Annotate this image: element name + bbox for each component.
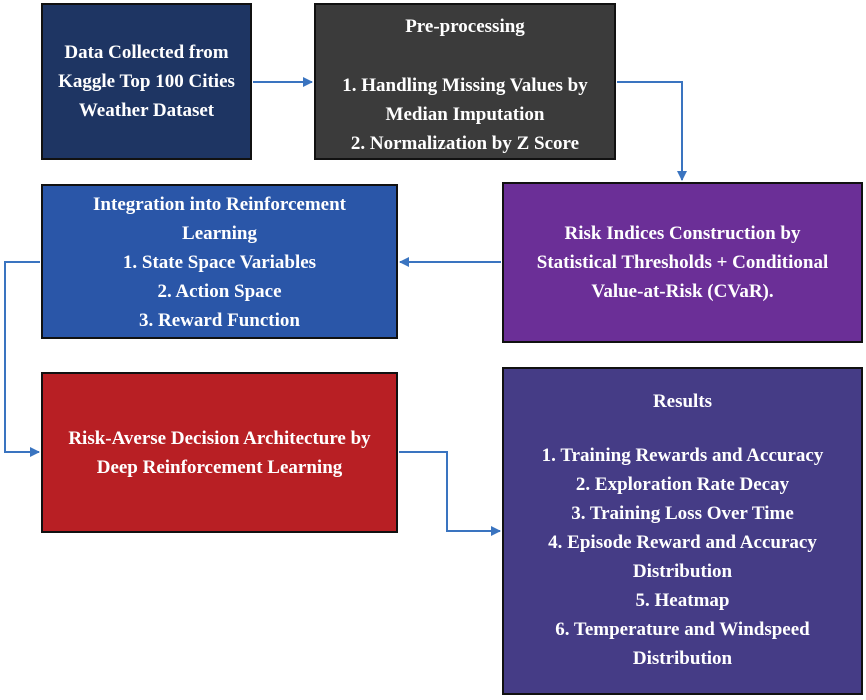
risk-indices-box: Risk Indices Construction by Statistical… — [502, 182, 863, 343]
preprocessing-list: 1. Handling Missing Values by Median Imp… — [316, 71, 614, 158]
results-item: 1. Training Rewards and Accuracy — [541, 445, 824, 466]
preprocessing-item: 2. Normalization by Z Score — [350, 133, 580, 154]
results-item: Distribution — [632, 561, 733, 582]
box-text-line: 2. Action Space — [157, 281, 282, 302]
results-item: 3. Training Loss Over Time — [571, 503, 794, 524]
box-text-line: Weather Dataset — [78, 100, 215, 121]
preprocessing-title: Pre-processing — [405, 16, 525, 37]
results-box: Results 1. Training Rewards and Accuracy… — [502, 367, 863, 695]
box-text-line: Learning — [182, 223, 257, 244]
box-text-line: Deep Reinforcement Learning — [96, 456, 343, 478]
arrow-preprocessing-to-risk — [617, 81, 687, 181]
results-item: 2. Exploration Rate Decay — [575, 474, 790, 495]
box-text-line: Statistical Thresholds + Conditional — [536, 252, 829, 273]
preprocessing-item: Median Imputation — [385, 104, 545, 125]
results-list: 1. Training Rewards and Accuracy 2. Expl… — [504, 441, 861, 673]
preprocessing-box: Pre-processing 1. Handling Missing Value… — [314, 3, 616, 160]
arrow-rl-to-architecture — [4, 261, 40, 457]
results-item: Distribution — [632, 648, 733, 669]
arrow-architecture-to-results — [399, 451, 501, 536]
box-text-line: 3. Reward Function — [139, 310, 300, 331]
preprocessing-item: 1. Handling Missing Values by — [342, 75, 588, 96]
box-text-line: Data Collected from — [64, 42, 229, 63]
results-item: 6. Temperature and Windspeed — [555, 619, 810, 640]
results-item: 5. Heatmap — [635, 590, 730, 611]
box-text-line: Kaggle Top 100 Cities — [58, 71, 235, 92]
box-text-line: Value-at-Risk (CVaR). — [591, 281, 774, 302]
box-text-line: Integration into Reinforcement — [93, 194, 346, 215]
results-title: Results — [652, 391, 713, 412]
results-item: 4. Episode Reward and Accuracy — [548, 532, 817, 553]
data-collection-box: Data Collected from Kaggle Top 100 Citie… — [41, 3, 252, 160]
rl-integration-box: Integration into Reinforcement Learning … — [41, 184, 398, 339]
decision-architecture-box: Risk-Averse Decision Architecture by Dee… — [41, 372, 398, 533]
box-text-line: 1. State Space Variables — [122, 252, 317, 273]
box-text-line: Risk-Averse Decision Architecture by — [68, 427, 371, 449]
box-text-line: Risk Indices Construction by — [564, 223, 801, 244]
